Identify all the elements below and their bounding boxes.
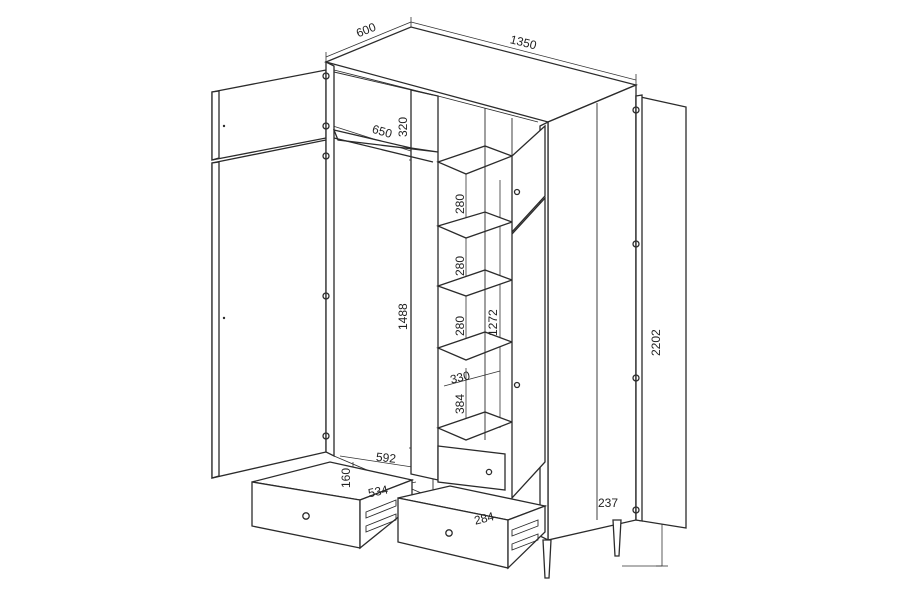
right-drawer	[397, 485, 548, 570]
dim-drawer-width-label: 534	[367, 482, 390, 500]
dim-hanging-width-label: 592	[375, 450, 397, 466]
left-lower-door	[211, 139, 327, 479]
dim-top-compartment-height-label: 320	[396, 117, 410, 137]
dim-width-label: 1350	[509, 32, 539, 52]
dim-drawer-height-label: 160	[339, 468, 353, 488]
right-outer-door	[635, 94, 687, 529]
dim-hanging-height-label: 1488	[396, 303, 410, 330]
dim-height-label: 2202	[649, 329, 663, 356]
dimension-labels: 600 1350 2202 320 650 1488 592 280 280 2…	[339, 20, 663, 528]
right-door-small	[511, 124, 546, 234]
shelf-column	[436, 95, 539, 450]
small-interior-drawer	[437, 445, 506, 491]
dim-shelf-column-height-label: 1272	[486, 309, 500, 336]
dim-shelf-spacing-3-label: 280	[453, 316, 467, 336]
dim-small-drawer-width-label: 284	[473, 509, 496, 528]
dim-lower-shelf-height-label: 384	[453, 394, 467, 414]
dim-top-compartment-width-label: 650	[371, 122, 394, 141]
dim-shelf-width-label: 330	[449, 368, 472, 387]
hinges	[322, 72, 640, 514]
left-upper-door	[211, 69, 327, 161]
dim-shelf-spacing-1-label: 280	[453, 194, 467, 214]
dim-shelf-spacing-2-label: 280	[453, 256, 467, 276]
left-drawer	[251, 461, 415, 550]
right-door-large	[511, 196, 546, 500]
dim-leg-height-label: 237	[598, 496, 618, 510]
wardrobe-body	[323, 26, 639, 542]
legs	[542, 519, 622, 579]
